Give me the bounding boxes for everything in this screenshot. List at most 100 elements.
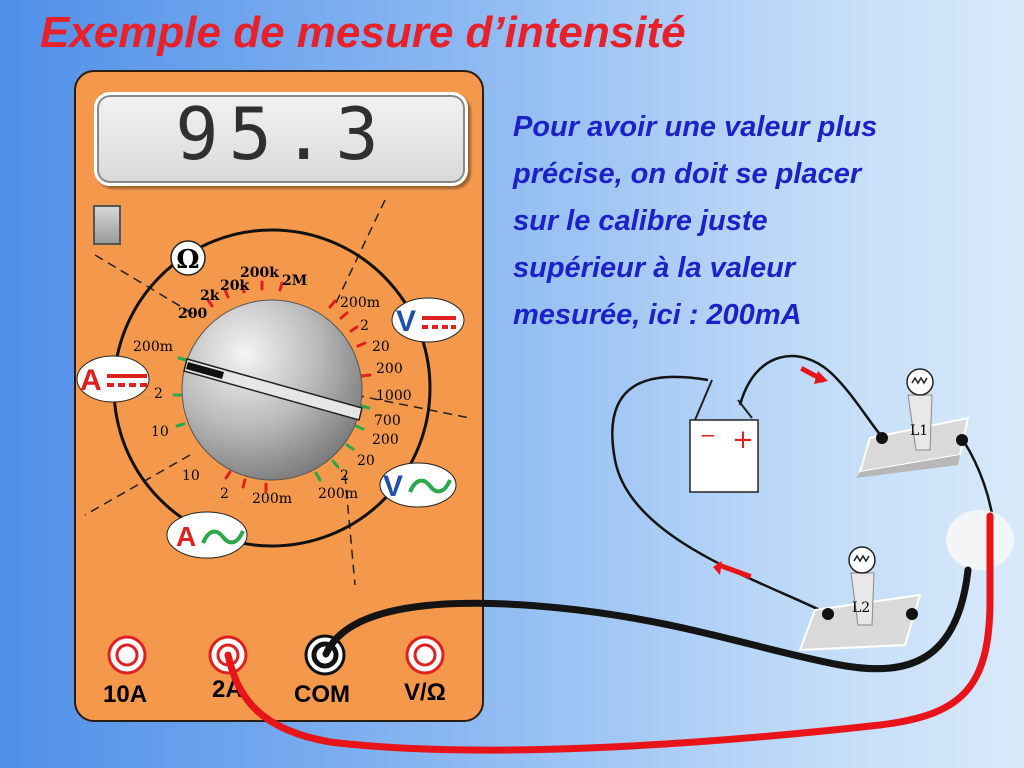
explanation-line-3: sur le calibre juste bbox=[513, 205, 768, 237]
lamp-label-l1: L1 bbox=[910, 423, 928, 439]
tick-ohm-20k bbox=[240, 283, 246, 294]
dial-label: 2k bbox=[200, 288, 220, 304]
lamp-label-l2: L2 bbox=[852, 600, 870, 616]
dial-label: 2 bbox=[220, 486, 229, 502]
dial-label: 200m bbox=[340, 295, 380, 311]
explanation-line-1: Pour avoir une valeur plus bbox=[513, 111, 878, 143]
battery-terminal-neg bbox=[694, 379, 713, 421]
multimeter-display bbox=[94, 92, 468, 186]
battery bbox=[689, 419, 759, 493]
dial-label: 200 bbox=[178, 306, 207, 322]
dial-label: 200 bbox=[376, 361, 403, 377]
tick-vdc-20 bbox=[349, 325, 359, 333]
dial-label: 200k bbox=[240, 265, 279, 281]
tick-aac-200m bbox=[177, 356, 188, 362]
terminal-l1-right bbox=[956, 434, 968, 446]
vac-badge bbox=[379, 462, 457, 508]
tick-ohm-200 bbox=[206, 298, 214, 308]
sector-line bbox=[344, 474, 356, 586]
probe-lead-red[interactable] bbox=[224, 512, 994, 754]
dial-label: 10 bbox=[151, 424, 169, 440]
sector-line bbox=[94, 254, 196, 316]
dial-label: 200m bbox=[133, 339, 173, 355]
display-reading: 95.3 bbox=[175, 92, 389, 176]
jack-label-com: COM bbox=[294, 681, 350, 708]
dial-label: 2 bbox=[340, 468, 349, 484]
filament-l2-icon bbox=[853, 554, 870, 563]
dial-label: 700 bbox=[374, 413, 401, 429]
tick-vac-20 bbox=[345, 443, 355, 451]
ohm-icon: Ω bbox=[176, 245, 199, 275]
dc-symbol-icon bbox=[107, 374, 147, 378]
hold-button[interactable] bbox=[93, 205, 121, 245]
tick-vdc-200 bbox=[356, 341, 367, 348]
filament-l1-icon bbox=[911, 376, 928, 385]
probe-lead-black[interactable] bbox=[322, 566, 972, 673]
dial-label: 20k bbox=[220, 278, 249, 294]
ohm-badge bbox=[170, 240, 206, 276]
tick-adc-10 bbox=[224, 470, 232, 480]
wire-l1-to-right bbox=[961, 439, 995, 521]
terminal-l2-left bbox=[822, 608, 834, 620]
vdc-badge-label: V bbox=[396, 305, 416, 338]
knob-pointer-mark bbox=[186, 362, 224, 379]
terminal-l2-right bbox=[906, 608, 918, 620]
page-title: Exemple de mesure d’intensité bbox=[40, 8, 686, 57]
dial-label: 20 bbox=[372, 339, 390, 355]
wire-junction bbox=[946, 510, 1014, 570]
tick-vdc-1000 bbox=[360, 373, 372, 378]
explanation-line-5: mesurée, ici : 200mA bbox=[513, 299, 802, 331]
sector-line bbox=[334, 199, 386, 306]
jack-label-volt-ohm: V/Ω bbox=[404, 679, 446, 706]
battery-plus: + bbox=[732, 425, 754, 455]
dc-dashes-icon bbox=[422, 325, 456, 329]
explanation-line-2: précise, on doit se placer bbox=[513, 158, 862, 190]
battery-minus: − bbox=[700, 423, 717, 447]
dial-label: 2 bbox=[360, 318, 369, 334]
lamp-base-l1-front bbox=[856, 455, 960, 478]
jack-10a[interactable] bbox=[107, 635, 147, 675]
current-arrow-bottom-head bbox=[713, 561, 722, 575]
ac-wave-icon bbox=[201, 529, 245, 545]
tick-ohm-2k bbox=[223, 288, 230, 299]
ac-wave-icon bbox=[408, 478, 452, 494]
current-arrow-bottom bbox=[716, 561, 752, 579]
bulb-l1-icon bbox=[906, 368, 934, 396]
tick-vdc-200m bbox=[328, 299, 337, 309]
tick-ohm-2M bbox=[278, 281, 284, 292]
aac-badge-label: A bbox=[176, 521, 196, 552]
dial-label: 200 bbox=[372, 432, 399, 448]
adc-badge bbox=[76, 355, 150, 403]
dial-label: 20 bbox=[357, 453, 375, 469]
tick-vac-200 bbox=[354, 424, 365, 431]
tick-vac-2 bbox=[331, 459, 340, 469]
tick-vac-700 bbox=[360, 404, 371, 410]
dc-dashes-icon bbox=[107, 383, 147, 387]
dial-label: 200m bbox=[252, 491, 292, 507]
bulb-l2-icon bbox=[848, 546, 876, 574]
sector-line bbox=[84, 454, 191, 516]
explanation-text: Pour avoir une valeur plus précise, on d… bbox=[513, 104, 973, 339]
jack-label-10a: 10A bbox=[103, 681, 147, 708]
current-arrow-top-head bbox=[814, 371, 828, 384]
knob-pointer bbox=[183, 358, 363, 421]
sector-line bbox=[354, 394, 471, 419]
dial-label: 10 bbox=[182, 468, 200, 484]
terminal-l1-left bbox=[876, 432, 888, 444]
tick-vdc-2 bbox=[339, 311, 349, 320]
battery-terminal-pos bbox=[737, 399, 753, 419]
vac-badge-label: V bbox=[383, 470, 403, 503]
dial-label: 200m bbox=[318, 486, 358, 502]
dc-symbol-icon bbox=[422, 316, 456, 320]
adc-badge-label: A bbox=[80, 364, 102, 397]
jack-volt-ohm[interactable] bbox=[405, 635, 445, 675]
wire-battery-to-l1 bbox=[738, 354, 883, 438]
wire-battery-to-l2 bbox=[611, 375, 829, 616]
tick-aac-10 bbox=[175, 422, 186, 428]
dial-label: 2M bbox=[282, 273, 307, 289]
tick-adc-2 bbox=[241, 478, 247, 489]
tick-vac-200m bbox=[314, 471, 322, 482]
dial-label: 2 bbox=[154, 386, 163, 402]
explanation-line-4: supérieur à la valeur bbox=[513, 252, 796, 284]
